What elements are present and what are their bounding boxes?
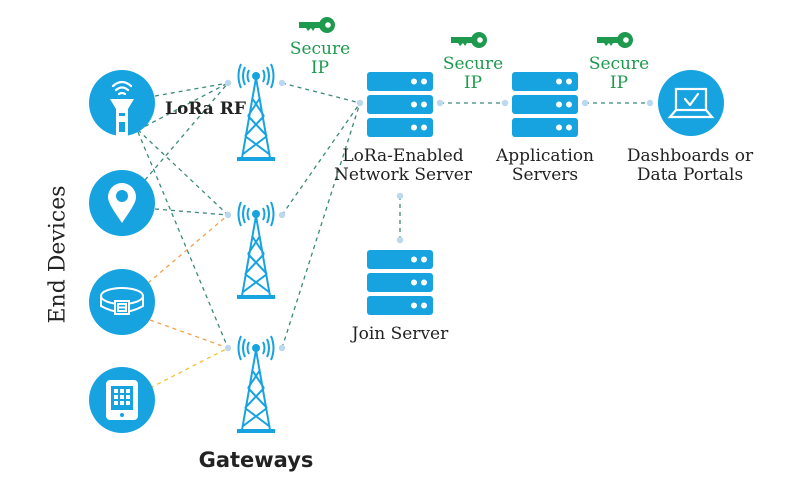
secure-ip-1-line2: IP	[310, 58, 330, 79]
tablet-icon	[106, 380, 138, 420]
application-servers-line2: Servers	[511, 165, 579, 186]
connection-lines	[137, 82, 650, 389]
dashed-link-10	[281, 82, 361, 104]
node-dot-3	[224, 211, 232, 219]
end-device-collar	[89, 269, 155, 335]
node-dot-9	[501, 99, 509, 107]
secure-ip-2-line2: IP	[463, 73, 483, 94]
join-server-label: Join Server	[351, 324, 449, 344]
end-device-flashlight	[89, 70, 155, 136]
node-dot-13	[396, 236, 404, 244]
node-dot-8	[436, 99, 444, 107]
map-pin-icon	[108, 183, 136, 223]
flashlight-wifi-icon	[111, 80, 133, 96]
node-dot-7	[356, 99, 364, 107]
dashed-link-11	[281, 102, 361, 216]
node-dot-4	[278, 211, 286, 219]
secure-keys	[299, 17, 633, 48]
laptop-check-icon	[667, 87, 715, 119]
radio-tower-icon	[237, 63, 275, 159]
radio-tower-icon	[237, 335, 275, 431]
key-icon-3	[597, 32, 633, 48]
collar-icon	[100, 287, 144, 315]
dashed-link-12	[281, 102, 361, 349]
join-server-icon	[367, 250, 433, 315]
dashed-link-4	[137, 131, 229, 349]
radio-tower-icon	[237, 201, 275, 297]
end-device-tablet	[89, 367, 155, 433]
gateway-tower-3	[237, 335, 275, 433]
secure-ip-3-line1: Secure	[588, 54, 650, 74]
application-servers-line1: Application	[495, 146, 595, 166]
node-dot-6	[278, 344, 286, 352]
node-dot-11	[646, 99, 654, 107]
lora-rf-label: LoRa RF	[165, 99, 246, 119]
dashboards-label: Dashboards or Data Portals	[615, 146, 765, 186]
dashed-link-1	[154, 82, 229, 97]
secure-ip-label-2: Secure IP	[433, 54, 513, 94]
node-dot-10	[581, 99, 589, 107]
dashed-link-6	[154, 208, 229, 216]
end-device-location	[89, 170, 155, 236]
application-servers-label: Application Servers	[480, 146, 610, 186]
secure-ip-3-line2: IP	[609, 73, 629, 94]
dashed-link-9	[149, 347, 229, 389]
secure-ip-label-3: Secure IP	[579, 54, 659, 94]
node-dot-5	[224, 344, 232, 352]
network-server-line1: LoRa-Enabled	[342, 146, 464, 166]
network-server-line2: Network Server	[333, 165, 472, 186]
secure-ip-label-1: Secure IP	[280, 39, 360, 79]
secure-ip-1-line1: Secure	[289, 39, 351, 59]
gateway-towers	[237, 63, 275, 433]
dashboards-line2: Data Portals	[636, 165, 744, 186]
application-servers-icon	[512, 72, 578, 137]
key-icon-2	[451, 32, 487, 48]
dashed-link-5	[144, 82, 229, 181]
servers	[367, 72, 578, 315]
key-icon-1	[299, 17, 335, 33]
dashboard-portal	[658, 70, 724, 136]
network-server-icon	[367, 72, 433, 137]
network-server-label: LoRa-Enabled Network Server	[318, 146, 488, 186]
secure-ip-2-line1: Secure	[442, 54, 504, 74]
node-dot-12	[396, 192, 404, 200]
node-dot-1	[224, 79, 232, 87]
dashed-link-2	[137, 82, 229, 131]
node-dot-2	[278, 79, 286, 87]
end-devices-label: End Devices	[45, 185, 71, 324]
dashboards-line1: Dashboards or	[626, 146, 754, 166]
dashed-link-8	[149, 319, 229, 349]
gateways-label: Gateways	[198, 448, 314, 472]
gateway-tower-1	[237, 63, 275, 161]
gateway-tower-2	[237, 201, 275, 299]
connection-nodes	[224, 79, 654, 352]
dashed-link-7	[147, 214, 229, 284]
